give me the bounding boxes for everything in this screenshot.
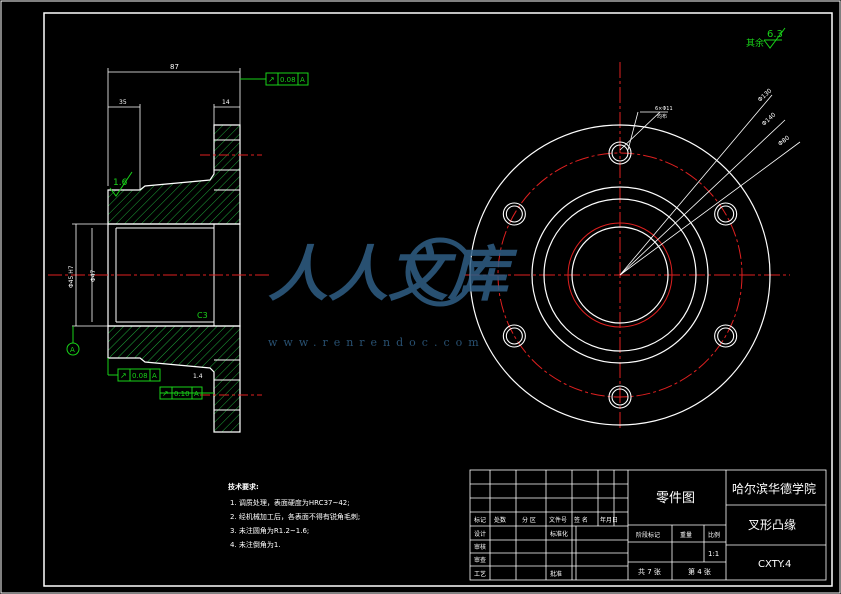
tb-sheets: 共 7 张	[638, 567, 661, 576]
technical-requirements: 技术要求: 1. 调质处理，表面硬度为HRC37~42; 2. 经机械加工后，各…	[228, 482, 360, 549]
tol-top-symbol: ↗	[268, 75, 275, 84]
front-view: Φ130 Φ140 Φ80 6×Φ11 均布	[464, 62, 801, 430]
dim-hole-note: 6×Φ11	[655, 106, 673, 112]
bolt-hole	[611, 144, 629, 162]
dim-od: Φ140	[761, 111, 778, 127]
requirement-3: 3. 未注圆角为R1.2~1.6;	[230, 526, 309, 535]
bolt-hole	[714, 202, 738, 226]
tb-rev-3: 文件号	[549, 516, 567, 524]
bolt-hole	[714, 324, 738, 348]
tolerance-frame-top: ↗ 0.08 A	[240, 72, 309, 86]
tol-b1-symbol: ↗	[120, 371, 127, 380]
roughness-other-value: 6.3	[767, 29, 783, 40]
dim-hole-note2: 均布	[657, 113, 667, 120]
dim-id: Φ80	[777, 134, 791, 147]
requirement-1: 1. 调质处理，表面硬度为HRC37~42;	[230, 498, 350, 507]
tb-school: 哈尔滨华德学院	[732, 481, 816, 496]
tb-sheet-no: 第 4 张	[688, 567, 711, 576]
datum-label: A	[70, 346, 75, 354]
dim-chamfer: C3	[197, 311, 208, 320]
watermark-logo-ring	[405, 237, 475, 307]
bolt-hole	[502, 202, 526, 226]
dim-bore: Φ47	[90, 269, 97, 282]
tb-role-0: 设计	[474, 530, 486, 538]
bolt-hole	[505, 205, 523, 223]
tb-role-3: 工艺	[474, 570, 486, 578]
tolerance-frame-bottom2: ↗ 0.10 A	[159, 386, 214, 400]
dim-left-step: 35	[119, 99, 127, 106]
watermark-brand: 人人文库	[268, 240, 518, 310]
bolt-hole	[611, 388, 629, 406]
section-view	[48, 124, 270, 433]
roughness-other-label: 其余	[746, 37, 764, 49]
tol-top-datum: A	[300, 76, 305, 84]
tol-b2-datum: A	[194, 390, 199, 398]
tb-rev-1: 处数	[494, 516, 506, 524]
roughness-other-symbol: 其余 6.3	[746, 27, 786, 49]
bolt-hole	[608, 385, 632, 409]
dim-small: 1.4	[193, 373, 203, 380]
tb-role-2: 审查	[474, 556, 486, 564]
title-block	[469, 469, 827, 581]
tb-weight-label: 重量	[680, 531, 692, 539]
section-dimensions: 87 35 14 Φ45 H7 Φ47 C3 1.4 1.6 A	[66, 63, 241, 380]
roughness-surface: 1.6	[113, 178, 128, 188]
dim-shaft: Φ45 H7	[68, 265, 75, 288]
section-lower-hatch	[107, 325, 241, 433]
inner-border	[43, 12, 833, 587]
tb-drawing-no: CXTY.4	[758, 559, 791, 570]
tb-drawing-type: 零件图	[656, 491, 695, 506]
tb-rev-2: 分 区	[522, 516, 536, 524]
tb-stage-label: 阶段标记	[636, 531, 660, 539]
title-block-text: 零件图 哈尔滨华德学院 叉形凸缘 CXTY.4 1:1 共 7 张 第 4 张 …	[474, 481, 816, 578]
tol-top-value: 0.08	[280, 76, 296, 84]
bolt-pitch-circle	[497, 152, 743, 398]
tb-scale-label: 比例	[708, 531, 720, 539]
dim-overall-length: 87	[170, 63, 179, 71]
bore-circle	[571, 226, 669, 324]
bolt-hole	[505, 327, 523, 345]
tb-rev-0: 标记	[474, 516, 486, 524]
tolerance-frame-bottom1: ↗ 0.08 A	[107, 358, 161, 382]
bolt-hole	[717, 327, 735, 345]
tol-b1-datum: A	[152, 372, 157, 380]
hub-circle-2	[543, 198, 697, 352]
dim-right-step: 14	[222, 99, 230, 106]
requirement-2: 2. 经机械加工后，各表面不得有锐角毛刺;	[230, 512, 360, 521]
tol-b2-value: 0.10	[174, 390, 190, 398]
tb-rev-5: 年月日	[600, 516, 618, 524]
bolt-hole	[608, 141, 632, 165]
tb-part-name: 叉形凸缘	[748, 518, 796, 532]
tol-b1-value: 0.08	[132, 372, 148, 380]
tb-scale: 1:1	[708, 550, 719, 558]
watermark-url: www.renrendoc.com	[268, 336, 485, 349]
bore-chamfer-circle	[567, 222, 673, 328]
tb-approve-label: 批准	[550, 570, 562, 578]
watermark: 人人文库 www.renrendoc.com	[268, 237, 518, 349]
bolt-holes	[502, 141, 738, 409]
requirements-title: 技术要求:	[228, 482, 259, 491]
bolt-hole	[502, 324, 526, 348]
tb-rev-4: 签 名	[574, 516, 588, 524]
tol-b2-symbol: ↗	[162, 389, 169, 398]
tb-std-label: 标准化	[550, 530, 568, 538]
hub-circle-1	[531, 186, 709, 364]
tb-role-1: 审核	[474, 543, 486, 551]
dim-pcd: Φ130	[757, 87, 774, 103]
requirement-4: 4. 未注倒角为1.	[230, 540, 281, 549]
bolt-hole	[717, 205, 735, 223]
